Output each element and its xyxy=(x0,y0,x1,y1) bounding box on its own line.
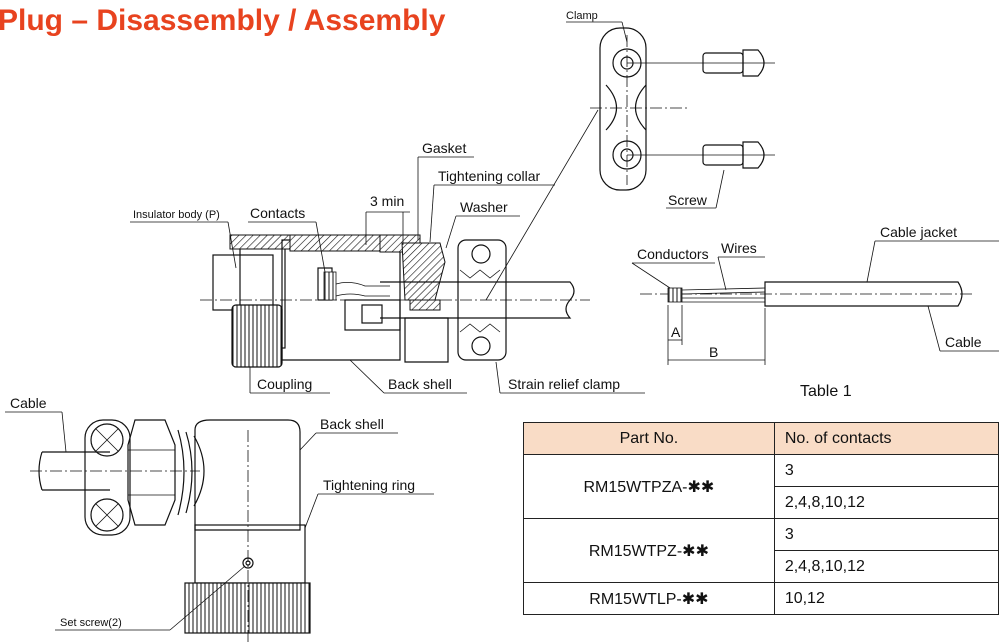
tightening-ring-label: Tightening ring xyxy=(323,477,415,493)
table-row: RM15WTPZ-✱✱ 3 xyxy=(523,518,999,583)
dim-b-label: B xyxy=(709,344,718,360)
cable-preparation xyxy=(640,281,975,365)
wires-label: Wires xyxy=(721,240,757,256)
screw-upper xyxy=(702,49,765,77)
back-shell-label-top: Back shell xyxy=(388,376,452,392)
back-shell-label-bottom: Back shell xyxy=(320,416,384,432)
contacts-cell: 2,4,8,10,12 xyxy=(773,486,999,519)
plug-cross-section xyxy=(200,234,590,368)
conductors-label: Conductors xyxy=(637,246,709,262)
contacts-label: Contacts xyxy=(250,205,305,221)
header-contacts: No. of contacts xyxy=(773,422,999,455)
contacts-cell: 3 xyxy=(773,518,999,551)
gasket-label: Gasket xyxy=(422,140,466,156)
contacts-cell: 10,12 xyxy=(773,582,999,615)
cable-jacket-label: Cable jacket xyxy=(880,224,957,240)
screw-label: Screw xyxy=(668,192,708,208)
screw-lower xyxy=(702,141,765,169)
cable-label-left: Cable xyxy=(10,395,47,411)
contacts-cell: 3 xyxy=(773,454,999,487)
clamp-label: Clamp xyxy=(566,10,598,22)
strain-relief-clamp-label: Strain relief clamp xyxy=(508,376,620,392)
page-title: Plug – Disassembly / Assembly xyxy=(0,4,446,37)
header-part-no: Part No. xyxy=(523,422,775,455)
part-number-cell: RM15WTPZA-✱✱ xyxy=(523,454,775,519)
part-number-cell: RM15WTPZ-✱✱ xyxy=(523,518,775,583)
insulator-body-label: Insulator body (P) xyxy=(133,209,220,221)
dim-a-label: A xyxy=(671,324,681,340)
table-header-row: Part No. No. of contacts xyxy=(523,422,999,455)
cable-label-right: Cable xyxy=(945,334,982,350)
table-row: RM15WTLP-✱✱ 10,12 xyxy=(523,582,999,615)
contacts-cell: 2,4,8,10,12 xyxy=(773,550,999,583)
angled-plug-view xyxy=(30,419,311,643)
tightening-collar-label: Tightening collar xyxy=(438,168,541,184)
coupling-label: Coupling xyxy=(257,376,312,392)
washer-label: Washer xyxy=(460,199,508,215)
clamp-part xyxy=(590,27,775,191)
part-number-cell: RM15WTLP-✱✱ xyxy=(523,582,775,615)
table-caption: Table 1 xyxy=(800,383,852,400)
parts-table: Part No. No. of contacts RM15WTPZA-✱✱ 3 … xyxy=(523,422,999,615)
table-row: RM15WTPZA-✱✱ 3 xyxy=(523,454,999,519)
three-min-label: 3 min xyxy=(370,193,404,209)
set-screw-label: Set screw(2) xyxy=(60,617,122,629)
